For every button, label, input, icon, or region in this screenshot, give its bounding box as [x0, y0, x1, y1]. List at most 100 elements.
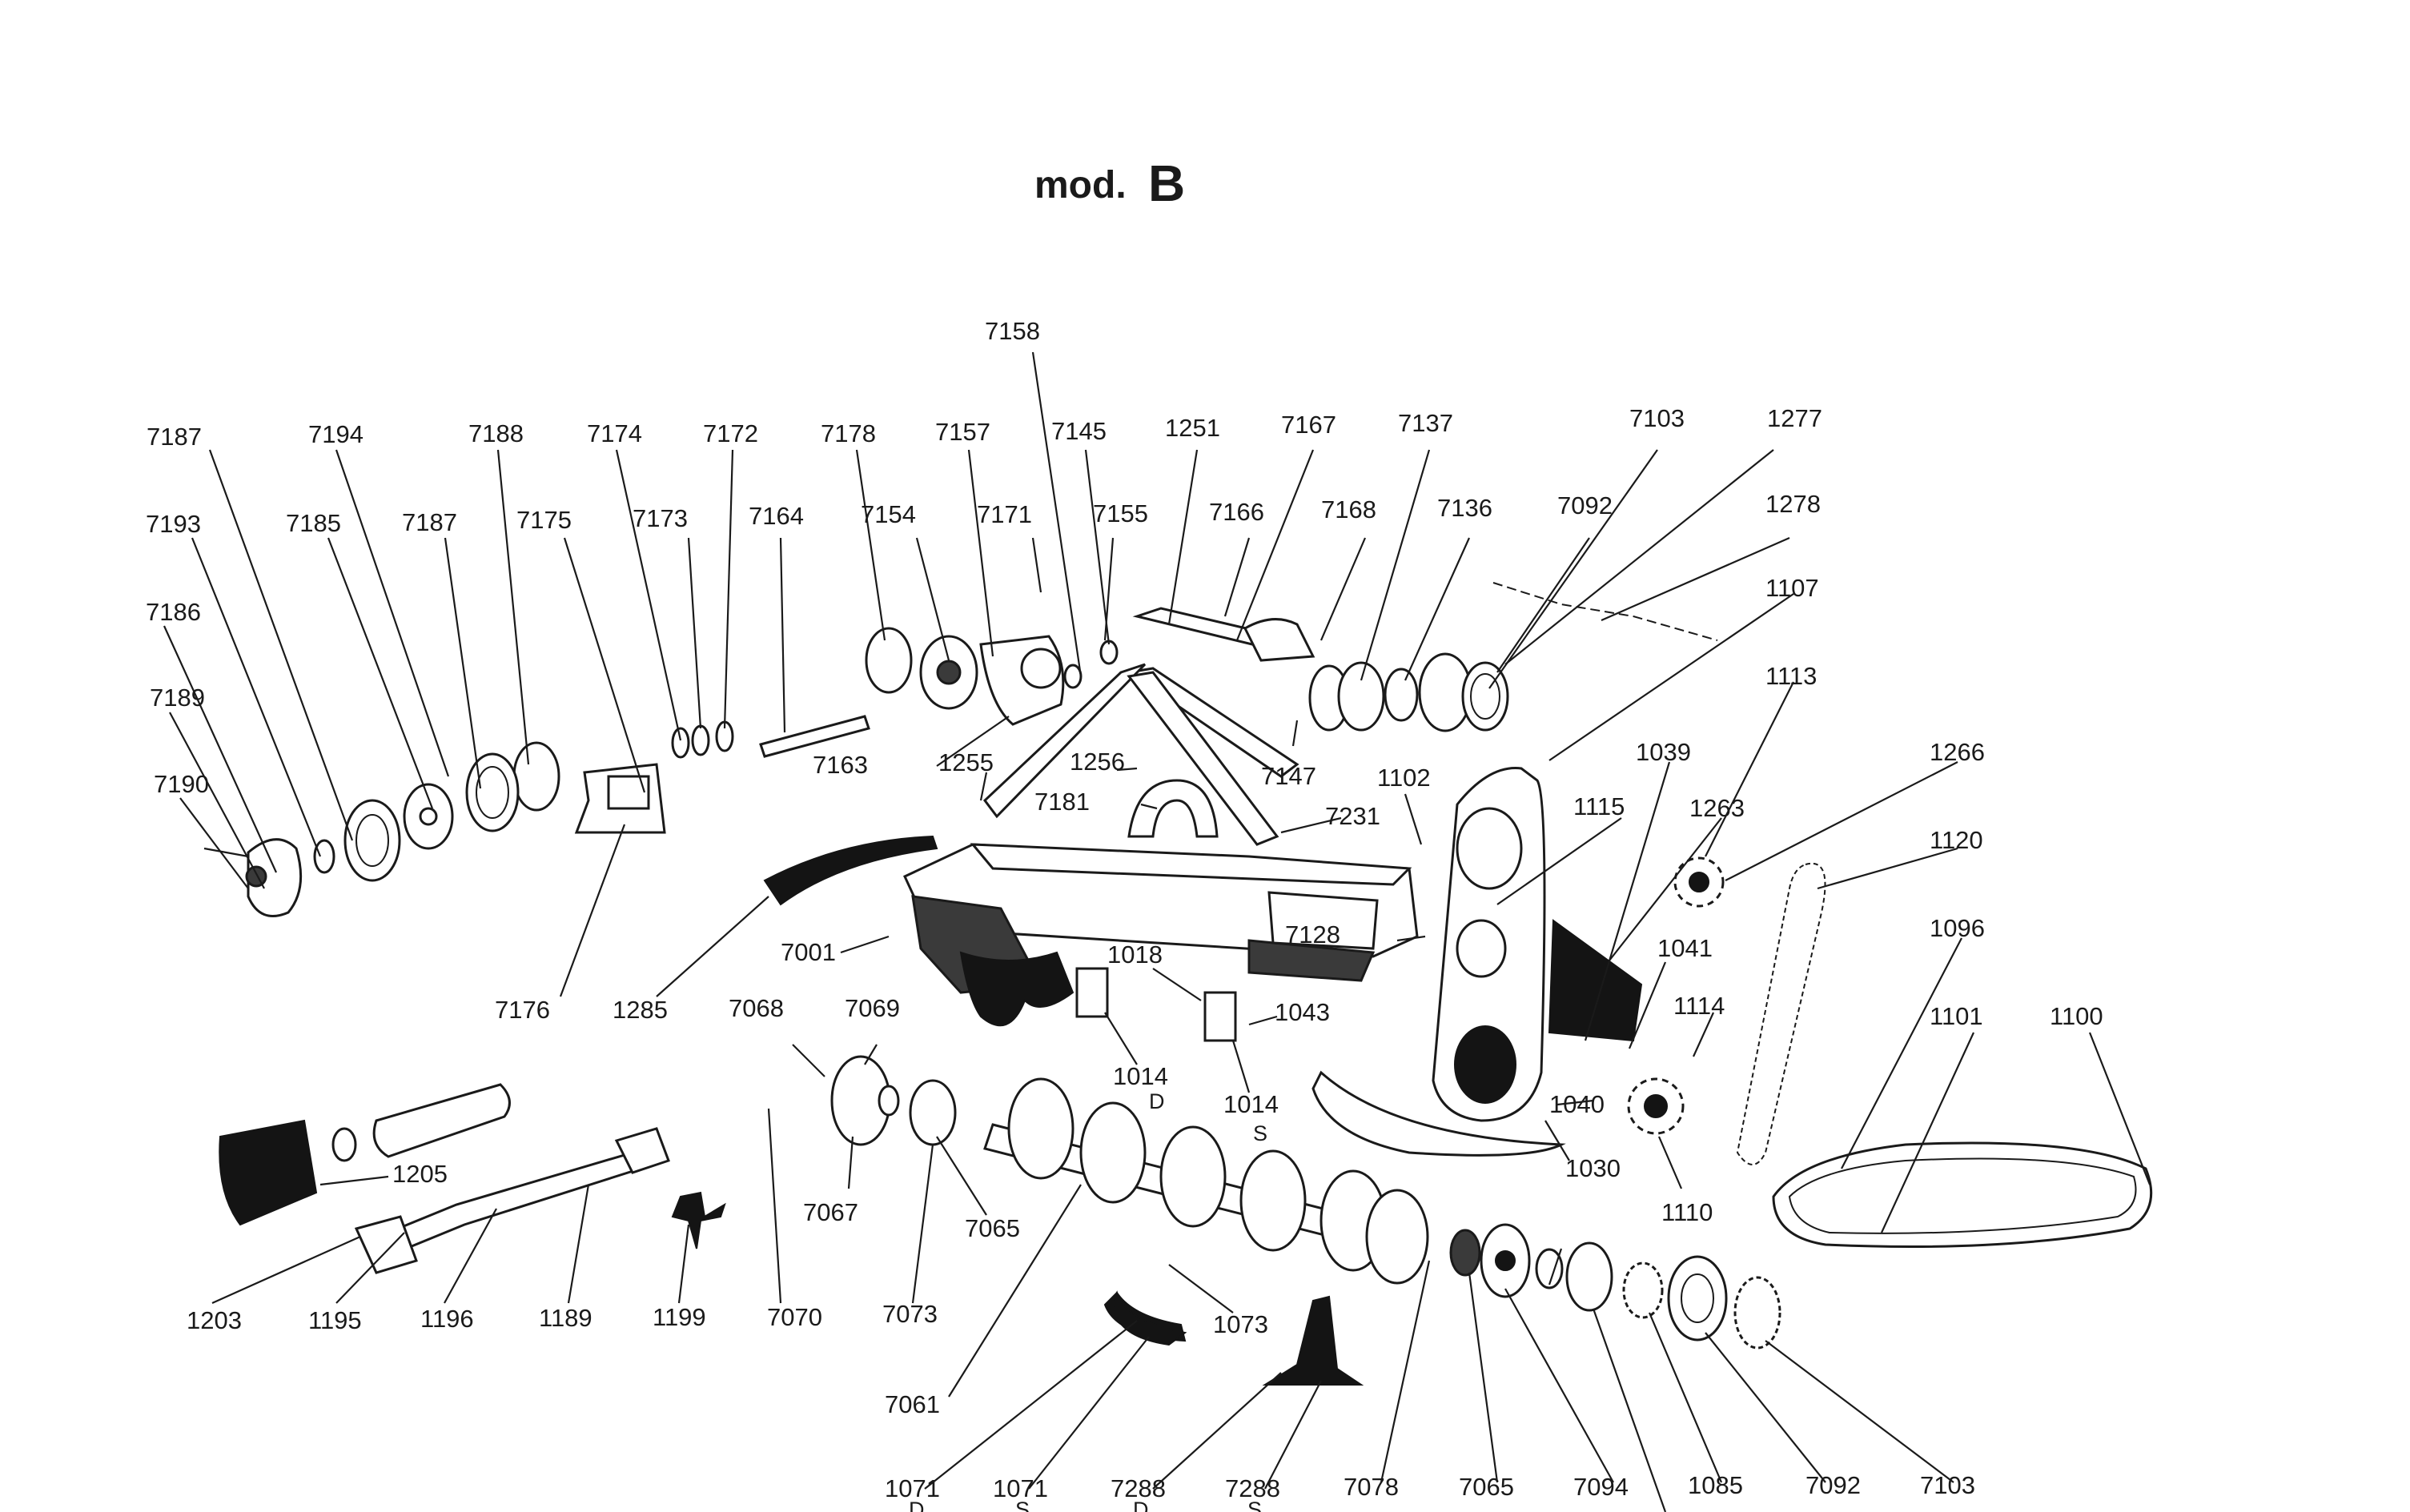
part-label: 7137 — [1398, 409, 1453, 437]
part-label: 7001 — [781, 938, 836, 966]
part-label: 7167 — [1281, 411, 1336, 439]
part-label: 1110 — [1661, 1198, 1713, 1226]
part-label: 7188 — [468, 419, 524, 447]
part-label: 1263 — [1689, 794, 1745, 822]
part-label: 1096 — [1930, 914, 1985, 942]
part-suffix: S — [1247, 1498, 1262, 1512]
bracket-d-drawing — [1075, 967, 1109, 1018]
part-label: 1071 — [993, 1474, 1048, 1502]
part-label: 7171 — [977, 500, 1032, 528]
part-label: 1255 — [938, 748, 994, 776]
part-label: 7103 — [1920, 1471, 1975, 1499]
part-drawings — [203, 582, 2153, 1386]
part-label: 1085 — [1688, 1471, 1743, 1499]
part-label: 1040 — [1549, 1090, 1605, 1118]
part-label: 1285 — [613, 996, 668, 1024]
leader-lines — [163, 351, 2151, 1512]
cover-drawing — [1772, 1141, 2153, 1248]
part-label: 7288 — [1225, 1474, 1280, 1502]
part-label: 7061 — [885, 1390, 940, 1418]
sprocket-drawings — [1627, 856, 1725, 1135]
part-label: 7145 — [1051, 417, 1107, 445]
part-label: 7067 — [803, 1198, 858, 1226]
part-label: 7157 — [935, 418, 990, 446]
part-label: 7065 — [965, 1214, 1020, 1242]
rotor-drawing — [830, 1055, 1429, 1285]
part-label: 1071 — [885, 1474, 940, 1502]
part-label: 1113 — [1765, 662, 1817, 690]
part-suffix: D — [1149, 1089, 1165, 1113]
pto-drawings — [219, 1083, 726, 1274]
part-label: 7092 — [1557, 491, 1613, 519]
part-label: 1073 — [1213, 1310, 1268, 1338]
part-label: 7189 — [150, 684, 205, 712]
part-label: 7136 — [1437, 494, 1492, 522]
part-label: 1100 — [2050, 1002, 2103, 1030]
part-label: 1266 — [1930, 738, 1985, 766]
part-label: 7172 — [703, 419, 758, 447]
support-bracket-drawing — [1127, 779, 1219, 838]
part-label: 1041 — [1657, 934, 1713, 962]
part-label: 7193 — [146, 510, 201, 538]
part-label: 7078 — [1344, 1473, 1399, 1501]
part-label: 7185 — [286, 509, 341, 537]
part-label: 7187 — [147, 423, 202, 451]
part-label: 1030 — [1565, 1154, 1621, 1182]
diagram-title: mod. B — [1034, 154, 1185, 212]
part-label: 1205 — [392, 1160, 448, 1188]
part-label: 7128 — [1285, 920, 1340, 949]
part-label: 7176 — [495, 996, 550, 1024]
part-suffix: S — [1015, 1498, 1030, 1512]
part-label: 1115 — [1573, 792, 1625, 820]
chain-case-drawing — [1432, 767, 1643, 1122]
chain-links-drawing — [1492, 582, 1718, 641]
part-label: 7094 — [1573, 1473, 1629, 1501]
tail-blade-drawing — [1311, 1070, 1566, 1157]
part-label: 1014 — [1113, 1062, 1168, 1090]
part-label: 1277 — [1767, 404, 1822, 432]
part-label: 7163 — [813, 751, 868, 779]
part-label: 7190 — [154, 770, 209, 798]
title-letter: B — [1148, 154, 1185, 212]
part-suffix: S — [1253, 1121, 1267, 1145]
part-label: 7158 — [985, 317, 1040, 345]
part-label: 7147 — [1261, 762, 1316, 790]
part-label: 1102 — [1377, 764, 1431, 792]
title-prefix: mod. — [1034, 164, 1127, 207]
part-label: 7173 — [633, 504, 688, 532]
part-label: 7154 — [861, 500, 916, 528]
part-label: 7288 — [1111, 1474, 1166, 1502]
part-label: 7187 — [402, 508, 457, 536]
part-label: 7092 — [1805, 1471, 1861, 1499]
part-suffix: D — [1133, 1498, 1149, 1512]
part-label: 7068 — [729, 994, 784, 1022]
part-label: 7174 — [587, 419, 642, 447]
part-label: 7073 — [882, 1300, 938, 1328]
frame-drawing — [903, 843, 1419, 1027]
arm-drawing — [763, 835, 938, 906]
part-label: 1014 — [1223, 1090, 1279, 1118]
part-label: 1251 — [1165, 414, 1220, 442]
part-label: 1120 — [1930, 826, 1983, 854]
part-label: 7194 — [308, 420, 364, 448]
left-shaft-drawings — [203, 715, 870, 917]
part-label: 7166 — [1209, 498, 1264, 526]
part-label: 7231 — [1325, 802, 1380, 830]
part-label: 1199 — [653, 1303, 706, 1331]
part-suffix: D — [909, 1498, 925, 1512]
part-labels: 7187 7194 7188 7174 7172 7178 7157 7145 … — [146, 317, 2103, 1512]
part-label: 1018 — [1107, 940, 1163, 969]
part-label: 7164 — [749, 502, 804, 530]
part-label: 1256 — [1070, 748, 1125, 776]
bracket-s-drawing — [1203, 991, 1237, 1042]
bearing-drawings — [1449, 1223, 1781, 1350]
flange-drawings — [1243, 618, 1509, 732]
part-label: 1114 — [1673, 992, 1725, 1020]
part-label: 1107 — [1765, 574, 1819, 602]
part-label: 1043 — [1275, 998, 1330, 1026]
part-label: 1278 — [1765, 490, 1821, 518]
gearbox-drawing — [865, 627, 1119, 726]
part-label: 1101 — [1930, 1002, 1983, 1030]
part-label: 1203 — [187, 1306, 242, 1334]
